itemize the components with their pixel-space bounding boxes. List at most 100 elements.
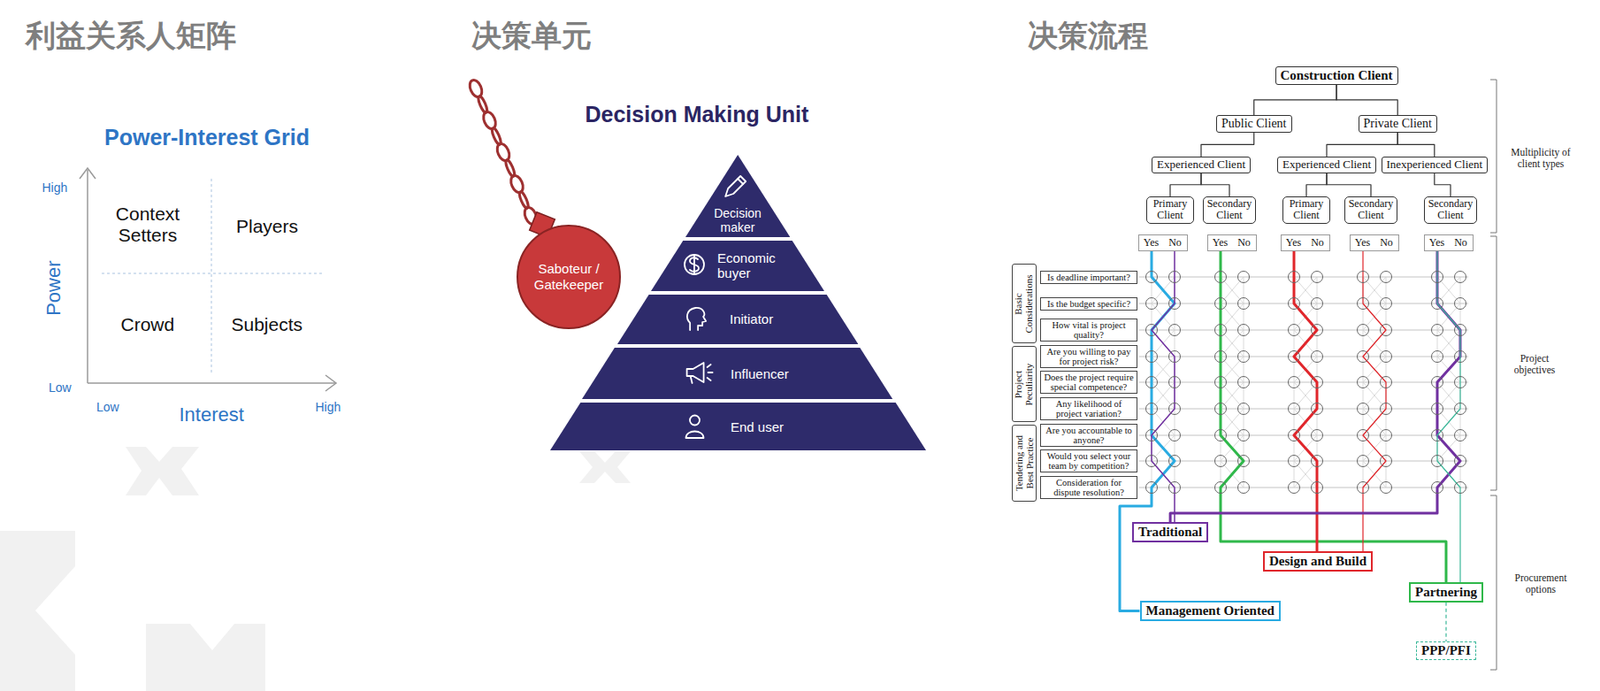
quadrant-label: Context Setters bbox=[94, 203, 201, 246]
decision-circle bbox=[1169, 271, 1181, 284]
decision-circle bbox=[1454, 324, 1467, 337]
decision-circle bbox=[1288, 429, 1301, 442]
grid-link bbox=[1316, 276, 1318, 304]
decision-circle bbox=[1311, 324, 1324, 337]
row-line bbox=[1139, 356, 1469, 358]
grid-link bbox=[1220, 276, 1244, 304]
node-text: Traditional bbox=[1138, 524, 1202, 540]
decision-circle bbox=[1357, 298, 1370, 310]
procurement-option: Design and Build bbox=[1263, 551, 1373, 572]
decision-circle bbox=[1169, 429, 1181, 442]
client-box: Private Client bbox=[1358, 114, 1438, 133]
decision-circle bbox=[1146, 271, 1158, 284]
decision-circle bbox=[1169, 298, 1181, 310]
grid-link bbox=[1437, 329, 1439, 357]
grid-link bbox=[1316, 356, 1318, 383]
connector bbox=[1437, 251, 1461, 582]
grid-link bbox=[1220, 408, 1244, 436]
icon-stroke bbox=[689, 255, 699, 274]
decision-circle bbox=[1357, 403, 1370, 415]
connector bbox=[1362, 251, 1386, 552]
watermark bbox=[0, 446, 631, 691]
connector bbox=[1201, 173, 1230, 197]
grid-link bbox=[1220, 408, 1244, 436]
node-text: Management Oriented bbox=[1146, 603, 1275, 619]
decision-grid bbox=[1139, 276, 1469, 488]
node-text: Experienced Client bbox=[1156, 158, 1246, 172]
decision-circle bbox=[1311, 429, 1324, 442]
grid-link bbox=[1437, 382, 1461, 409]
procurement-option: Partnering bbox=[1408, 581, 1484, 603]
decision-circle bbox=[1146, 403, 1158, 415]
decision-circle bbox=[1238, 455, 1250, 467]
axis-line bbox=[86, 169, 89, 383]
watermark-shape bbox=[145, 623, 266, 691]
axis-tick: Low bbox=[48, 380, 72, 395]
band-fill bbox=[685, 154, 790, 238]
group-text: Project Peculiarity bbox=[1013, 349, 1034, 419]
decision-circle bbox=[1215, 429, 1227, 442]
grid-link bbox=[1437, 276, 1461, 304]
grid-link bbox=[1316, 303, 1318, 330]
node-text: Construction Client bbox=[1280, 68, 1394, 84]
question-box: Are you accountable to anyone? bbox=[1040, 423, 1138, 447]
decision-circle bbox=[1146, 482, 1158, 494]
decision-circle bbox=[1146, 429, 1158, 442]
grid-link bbox=[1220, 460, 1222, 488]
decision-circle bbox=[1454, 482, 1467, 494]
decision-circle bbox=[1311, 298, 1324, 310]
grid-link bbox=[1437, 276, 1461, 304]
yes-no-text: No bbox=[1374, 236, 1399, 250]
decision-circle bbox=[1380, 429, 1393, 442]
grid-link bbox=[1362, 329, 1364, 357]
axis-line bbox=[87, 382, 336, 384]
grid-title: Power-Interest Grid bbox=[104, 124, 310, 151]
group-text: Tendering and Best Practice bbox=[1013, 428, 1034, 498]
grid-link bbox=[1243, 408, 1245, 436]
decision-circle bbox=[1357, 429, 1370, 442]
axis-title: Power bbox=[42, 260, 65, 315]
node-text: Design and Build bbox=[1269, 553, 1367, 569]
client-box: Primary Client bbox=[1146, 196, 1195, 224]
decision-circle bbox=[1146, 376, 1158, 389]
row-line bbox=[1139, 329, 1469, 331]
node-text: Inexperienced Client bbox=[1386, 158, 1484, 172]
decision-circle bbox=[1288, 455, 1301, 467]
grid-link bbox=[1437, 382, 1461, 409]
grid-link bbox=[1362, 382, 1364, 409]
question-text: Is deadline important? bbox=[1042, 272, 1135, 283]
question-box: Does the project require special compete… bbox=[1040, 370, 1138, 394]
connector bbox=[1326, 173, 1371, 197]
client-box: Inexperienced Client bbox=[1381, 156, 1489, 174]
grid-link bbox=[1243, 460, 1245, 488]
bracket-label: Procurement options bbox=[1500, 572, 1582, 596]
connector bbox=[1397, 132, 1435, 157]
decision-circle bbox=[1431, 482, 1444, 494]
axis-tick: Low bbox=[96, 399, 120, 414]
band-text: Initiator bbox=[729, 311, 774, 327]
group-band: Basic Considerations bbox=[1011, 263, 1037, 344]
grid-link bbox=[1243, 303, 1245, 330]
decision-circle bbox=[1311, 376, 1324, 389]
decision-circle bbox=[1380, 403, 1393, 415]
row-line bbox=[1139, 435, 1469, 437]
connector bbox=[1201, 132, 1255, 157]
grid-link bbox=[1362, 276, 1386, 304]
grid-link bbox=[1151, 382, 1175, 409]
connector bbox=[1336, 84, 1398, 115]
grid-link bbox=[1293, 382, 1295, 409]
question-text: Is the budget specific? bbox=[1042, 298, 1135, 309]
decision-circle bbox=[1431, 324, 1444, 337]
decision-circle bbox=[1454, 429, 1467, 442]
decision-circle bbox=[1215, 455, 1227, 467]
icon-stroke bbox=[725, 176, 746, 197]
axis-tick: High bbox=[42, 180, 69, 195]
decision-circle bbox=[1215, 482, 1227, 494]
grid-link bbox=[1174, 408, 1176, 436]
node-text: Secondary Client bbox=[1426, 198, 1475, 223]
grid-link bbox=[1243, 435, 1245, 461]
client-box: Secondary Client bbox=[1344, 196, 1398, 224]
yes-no-box: YesNo bbox=[1280, 234, 1331, 252]
question-box: Is the budget specific? bbox=[1040, 297, 1138, 311]
